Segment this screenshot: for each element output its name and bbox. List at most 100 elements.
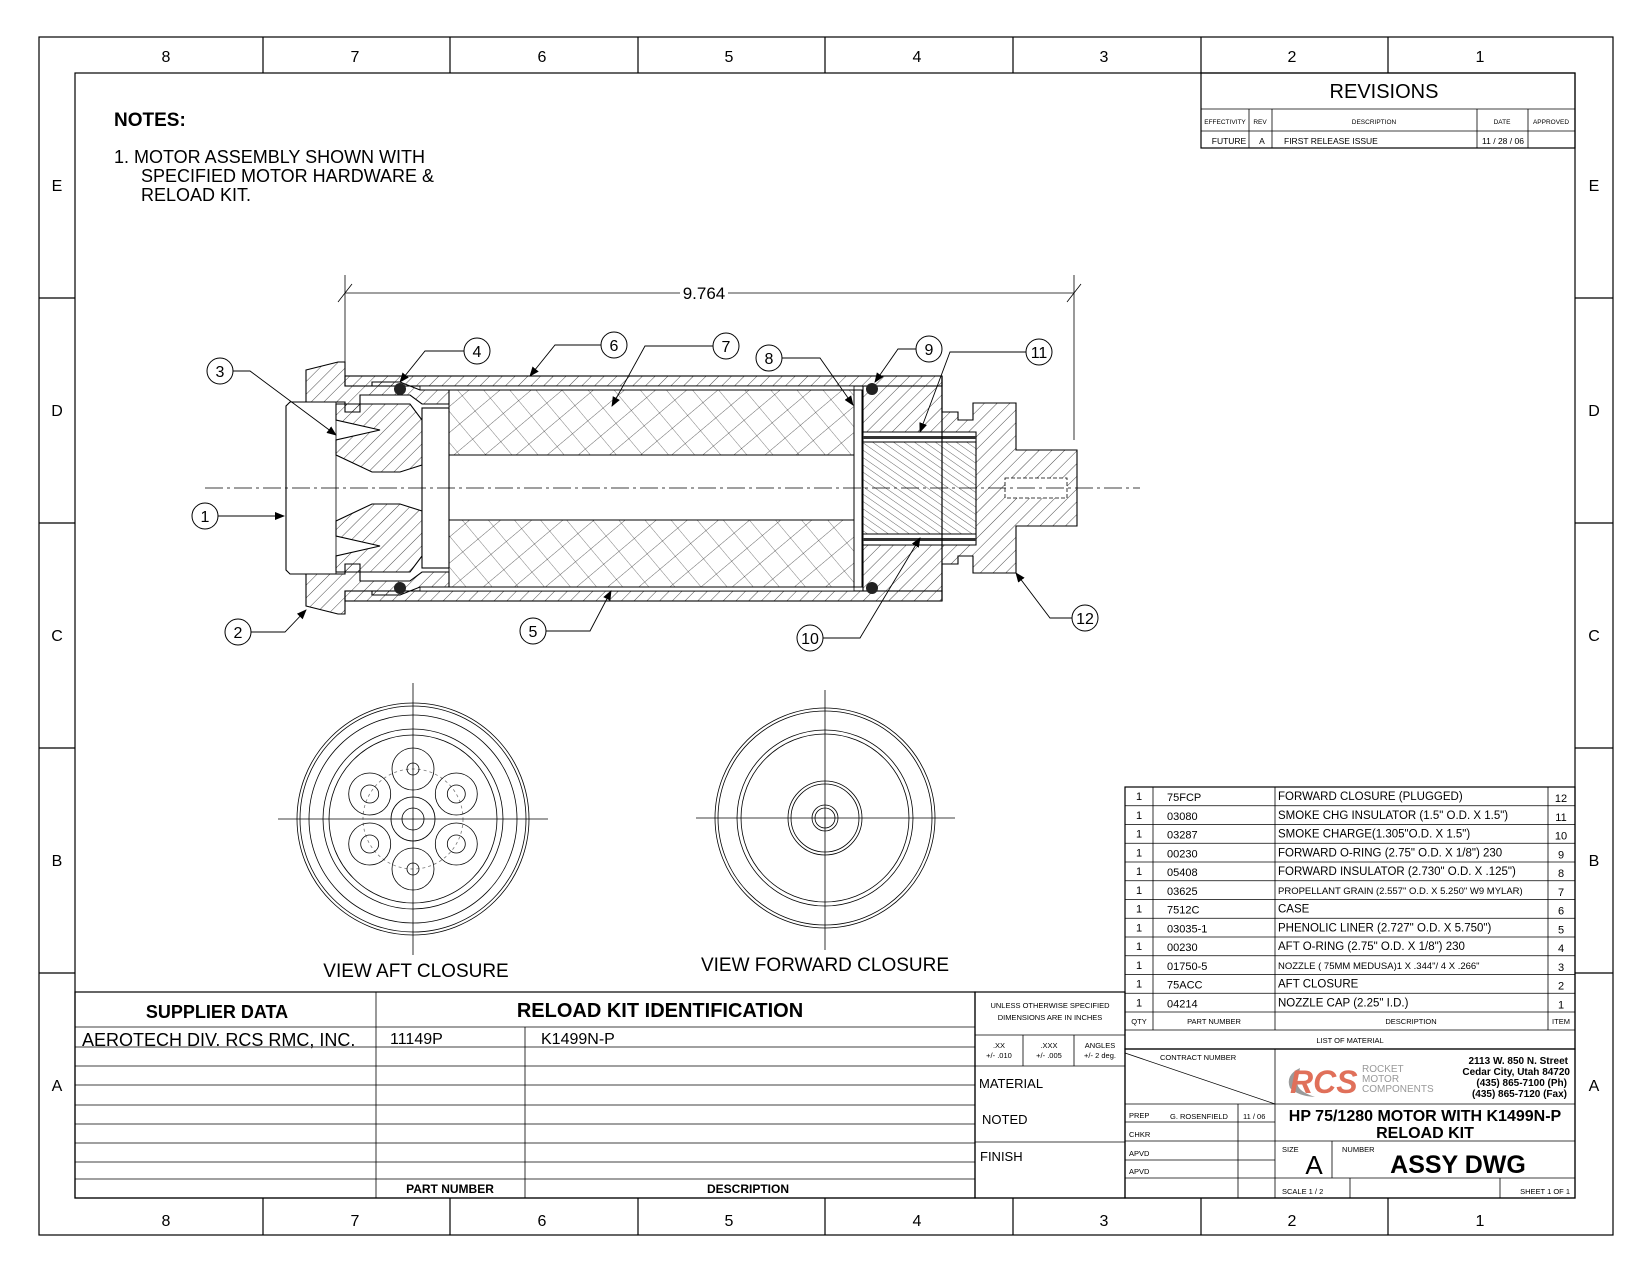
drawing-title-line2: RELOAD KIT <box>1376 1125 1474 1142</box>
bom-qty: 1 <box>1136 979 1142 991</box>
zone-column-label: 2 <box>1288 1213 1297 1230</box>
rev-letter: A <box>1259 136 1265 146</box>
bom-description: PROPELLANT GRAIN (2.557" O.D. X 5.250" W… <box>1278 886 1523 897</box>
signoff-name: G. ROSENFIELD <box>1170 1112 1229 1121</box>
zone-column-label: 3 <box>1100 1213 1109 1230</box>
notes-heading: NOTES: <box>114 110 186 131</box>
bom-qty: 1 <box>1136 829 1142 841</box>
revisions-table: REVISIONS EFFECTIVITY REV DESCRIPTION DA… <box>1200 72 1576 149</box>
zone-column-label: 4 <box>913 1213 922 1230</box>
signoff-label: APVD <box>1129 1149 1150 1158</box>
bom-description: AFT O-RING (2.75" O.D. X 1/8") 230 <box>1278 941 1465 953</box>
note-line: RELOAD KIT. <box>141 185 251 205</box>
zone-column-label: 4 <box>913 49 922 66</box>
zone-column-label: 6 <box>538 1213 547 1230</box>
zone-row-label: A <box>52 1078 63 1095</box>
tolerance-label: .XX <box>993 1041 1005 1050</box>
balloon-item-6: 6 <box>529 331 628 377</box>
bom-description: PHENOLIC LINER (2.727" O.D. X 5.750") <box>1278 922 1491 934</box>
nozzle-port <box>348 772 392 816</box>
rev-header: REV <box>1253 119 1267 126</box>
balloon-number: 11 <box>1031 345 1048 362</box>
zone-row-label: B <box>1589 853 1600 870</box>
size-value: A <box>1305 1150 1323 1180</box>
bom-part-number: 03287 <box>1167 830 1198 842</box>
note-line: SPECIFIED MOTOR HARDWARE & <box>141 166 434 186</box>
bom-part-number: 03035-1 <box>1167 923 1207 935</box>
drawing-number: ASSY DWG <box>1390 1151 1526 1179</box>
zone-row-label: A <box>1589 1078 1600 1095</box>
reload-part-number: 11149P <box>390 1031 443 1048</box>
bom-caption: LIST OF MATERIAL <box>1316 1036 1383 1045</box>
bom-item: 7 <box>1558 887 1564 899</box>
balloon-number: 10 <box>801 631 819 648</box>
rev-header: DESCRIPTION <box>1352 119 1397 126</box>
bom-description: FORWARD INSULATOR (2.730" O.D. X .125") <box>1278 866 1516 878</box>
bom-qty: 1 <box>1136 885 1142 897</box>
tolerance-value: +/- .005 <box>1036 1051 1062 1060</box>
bom-item: 9 <box>1558 849 1564 861</box>
bom-item: 3 <box>1558 962 1564 974</box>
bom-qty: 1 <box>1136 941 1142 953</box>
bom-item: 11 <box>1555 812 1566 824</box>
logo-line: MOTOR <box>1362 1074 1399 1085</box>
bom-header-item: ITEM <box>1552 1017 1570 1026</box>
supplier-table: SUPPLIER DATA RELOAD KIT IDENTIFICATION … <box>74 991 976 1199</box>
zone-row-label: C <box>1588 628 1600 645</box>
balloon-item-12: 12 <box>1015 572 1099 632</box>
bom-header-qty: QTY <box>1131 1017 1146 1026</box>
bom-qty: 1 <box>1136 904 1142 916</box>
zone-column-label: 5 <box>725 49 734 66</box>
zone-row-label: D <box>51 403 63 420</box>
bom-item: 2 <box>1558 981 1564 993</box>
number-label: NUMBER <box>1342 1145 1375 1154</box>
bom-part-number: 04214 <box>1167 998 1198 1010</box>
rev-header: DATE <box>1494 119 1512 126</box>
case-bottom <box>344 590 943 602</box>
balloon-item-9: 9 <box>874 335 943 383</box>
signoff-label: PREP <box>1129 1111 1149 1120</box>
address-line: Cedar City, Utah 84720 <box>1462 1067 1570 1078</box>
revisions-title: REVISIONS <box>1330 81 1439 103</box>
forward-closure <box>862 376 1078 592</box>
bom-qty: 1 <box>1136 866 1142 878</box>
rev-header: APPROVED <box>1533 119 1569 126</box>
bom-qty: 1 <box>1136 847 1142 859</box>
rev-header: EFFECTIVITY <box>1204 119 1246 126</box>
address-line: (435) 865-7100 (Ph) <box>1476 1078 1567 1089</box>
balloon-item-8: 8 <box>755 344 854 406</box>
balloon-number: 4 <box>473 344 482 361</box>
bom-row: 1 05408 FORWARD INSULATOR (2.730" O.D. X .… <box>1125 866 1575 882</box>
bom-description: FORWARD O-RING (2.75" O.D. X 1/8") 230 <box>1278 847 1502 859</box>
tolerance-label: .XXX <box>1040 1041 1057 1050</box>
zone-column-label: 1 <box>1476 1213 1485 1230</box>
reload-kit-header: RELOAD KIT IDENTIFICATION <box>517 1000 803 1022</box>
balloon-number: 6 <box>610 338 619 355</box>
supplier-name: AEROTECH DIV. RCS RMC, INC. <box>82 1030 355 1050</box>
bom-part-number: 75FCP <box>1167 792 1201 804</box>
tolerance-value: +/- .010 <box>986 1051 1012 1060</box>
contract-number-label: CONTRACT NUMBER <box>1160 1053 1237 1062</box>
rev-effectivity: FUTURE <box>1212 136 1247 146</box>
signoff-date: 11 / 06 <box>1243 1112 1265 1121</box>
tolerances-block: UNLESS OTHERWISE SPECIFIED DIMENSIONS AR… <box>974 991 1126 1199</box>
bom-part-number: 05408 <box>1167 867 1198 879</box>
balloon-item-3: 3 <box>206 357 337 436</box>
description-footer: DESCRIPTION <box>707 1182 789 1196</box>
balloon-number: 2 <box>234 625 243 642</box>
bom-item: 12 <box>1555 793 1567 805</box>
title-block: CONTRACT NUMBER RCS ROCKET MOTOR COMPONE… <box>1124 1048 1576 1199</box>
bom-item: 1 <box>1558 999 1564 1011</box>
bom-part-number: 7512C <box>1167 905 1199 917</box>
logo-line: COMPONENTS <box>1362 1084 1434 1095</box>
balloon-item-2: 2 <box>224 609 307 646</box>
reload-description: K1499N-P <box>541 1031 615 1048</box>
zone-row-label: B <box>52 853 63 870</box>
bom-header-part: PART NUMBER <box>1187 1017 1241 1026</box>
logo-letters: RCS <box>1290 1064 1358 1100</box>
drawing-title: HP 75/1280 MOTOR WITH K1499N-P <box>1289 1108 1562 1125</box>
